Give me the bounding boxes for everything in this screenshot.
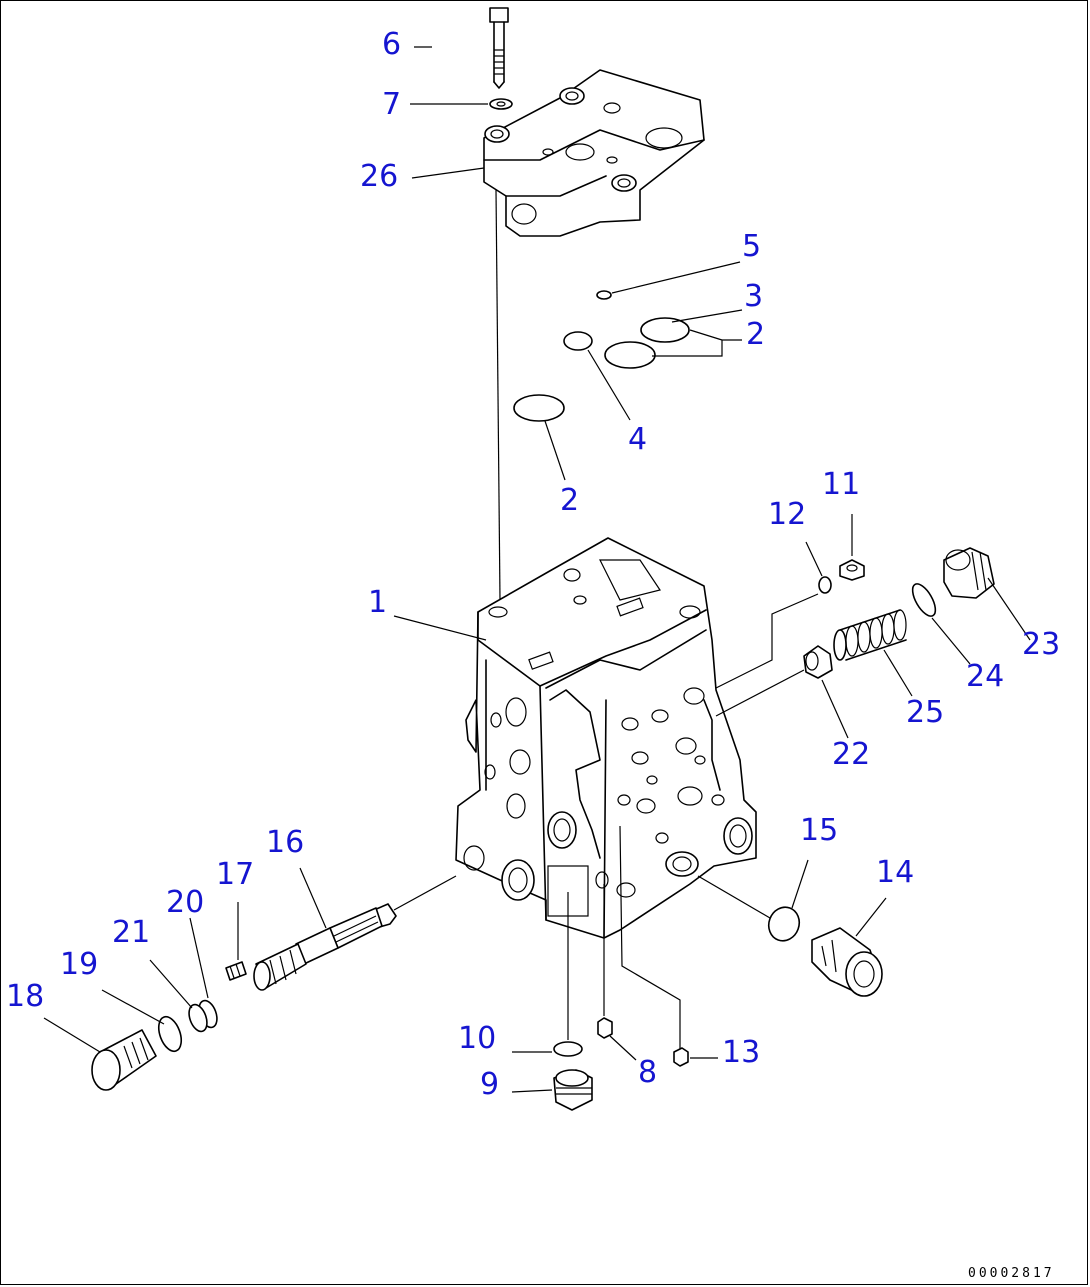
leader-8	[609, 1035, 637, 1061]
leader-21	[149, 959, 193, 1009]
part-5-small-ring	[596, 290, 612, 300]
leader-9	[511, 1089, 553, 1093]
part-13-plug	[673, 1047, 689, 1067]
callout-3: 3	[744, 279, 764, 314]
leader-18	[43, 1017, 101, 1053]
callout-14: 14	[876, 855, 915, 890]
guide-line-22	[715, 669, 805, 717]
leader-12	[805, 541, 823, 577]
callout-2-upper: 2	[746, 317, 766, 352]
callout-15: 15	[800, 813, 839, 848]
part-24-o-ring	[911, 583, 937, 617]
callout-25: 25	[906, 695, 945, 730]
catalog-number: 00002817	[968, 1266, 1055, 1281]
callout-6: 6	[382, 27, 402, 62]
callout-26: 26	[360, 159, 399, 194]
leader-23	[987, 577, 1031, 641]
part-12-ring	[818, 576, 832, 594]
part-2-o-ring-upper	[604, 341, 656, 369]
part-10-o-ring	[553, 1041, 583, 1057]
part-23-plug	[943, 547, 995, 599]
leader-24	[931, 617, 971, 665]
callout-22: 22	[832, 737, 871, 772]
leader-20	[189, 917, 209, 999]
part-3-o-ring	[640, 317, 690, 343]
callout-23: 23	[1022, 627, 1061, 662]
callout-16: 16	[266, 825, 305, 860]
part-6-bolt	[489, 7, 509, 89]
leader-4	[587, 349, 631, 421]
part-25-spring	[833, 609, 907, 661]
leader-15	[791, 859, 809, 909]
callout-20: 20	[166, 885, 205, 920]
callout-7: 7	[382, 87, 402, 122]
leader-16	[299, 867, 327, 929]
callout-19: 19	[60, 947, 99, 982]
guide-line-11-12	[715, 593, 819, 689]
part-17-stopper	[225, 961, 247, 981]
leader-1	[393, 615, 487, 641]
callout-4: 4	[628, 422, 648, 457]
part-4-o-ring	[563, 331, 593, 351]
callout-8: 8	[638, 1055, 658, 1090]
leader-5	[611, 261, 741, 294]
part-1-valve-body	[455, 537, 757, 939]
guide-line-13	[619, 825, 681, 1050]
part-22-seat	[803, 645, 833, 679]
callout-12: 12	[768, 497, 807, 532]
guide-line-15	[697, 875, 771, 919]
guide-line-16	[393, 875, 457, 911]
leader-14	[855, 897, 887, 937]
part-8-plug	[597, 1017, 613, 1039]
leader-3	[671, 309, 743, 323]
leader-26	[411, 167, 485, 179]
part-21-ring	[188, 1003, 208, 1033]
leader-2-lower	[544, 420, 566, 481]
callout-11: 11	[822, 467, 861, 502]
leader-25	[883, 649, 913, 697]
callout-21: 21	[112, 915, 151, 950]
part-11-plug	[839, 559, 865, 581]
guide-line-cover	[495, 189, 501, 601]
leader-19	[101, 989, 165, 1025]
callout-13: 13	[722, 1035, 761, 1070]
part-16-spool	[253, 903, 397, 991]
callout-9: 9	[480, 1067, 500, 1102]
part-19-o-ring	[157, 1015, 183, 1053]
part-9-plug	[553, 1069, 593, 1111]
callout-17: 17	[216, 857, 255, 892]
leader-2-upper	[652, 329, 742, 357]
part-26-cover	[483, 69, 705, 237]
callout-24: 24	[966, 659, 1005, 694]
part-18-plug	[91, 1029, 157, 1091]
part-14-plug	[811, 927, 883, 997]
callout-2-lower: 2	[560, 483, 580, 518]
part-15-o-ring	[767, 906, 801, 942]
callout-5: 5	[742, 229, 762, 264]
leader-22	[821, 679, 849, 739]
callout-1: 1	[368, 585, 388, 620]
part-2-o-ring-lower	[513, 394, 565, 422]
callout-18: 18	[6, 979, 45, 1014]
part-7-washer	[489, 98, 513, 110]
callout-10: 10	[458, 1021, 497, 1056]
